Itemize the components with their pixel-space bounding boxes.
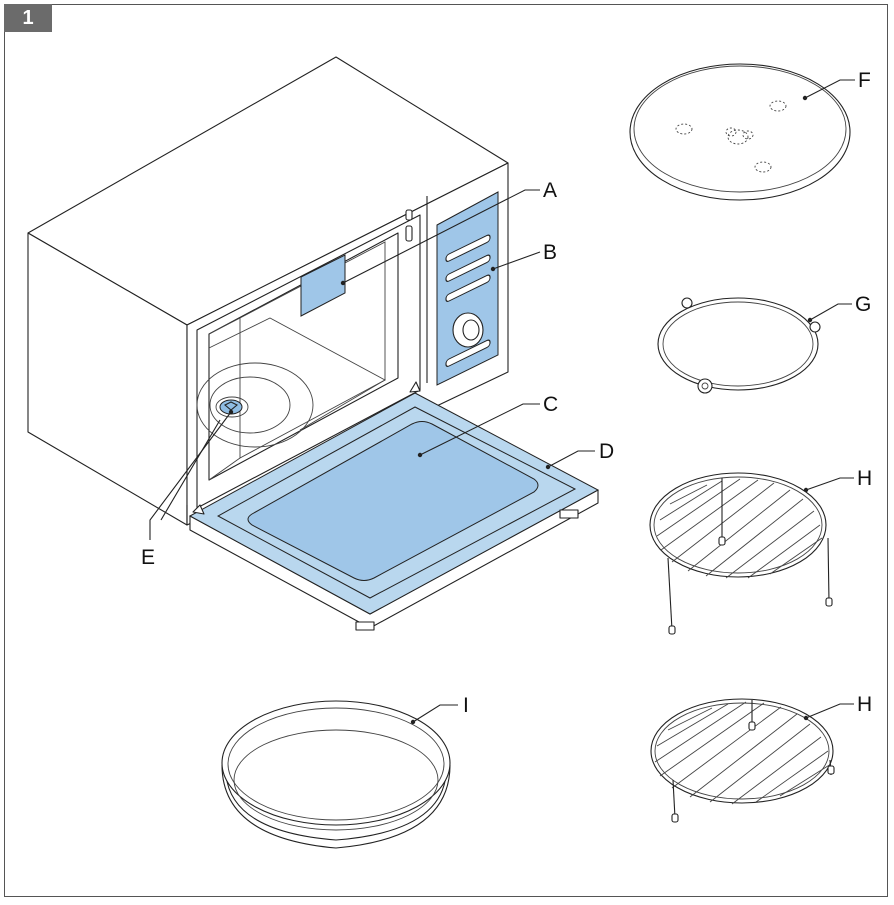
door-foot-right xyxy=(559,509,579,519)
pan-rim xyxy=(221,700,451,826)
roller-ring-hub xyxy=(697,378,713,394)
door-foot-left xyxy=(355,621,375,631)
turntable-plate-rim xyxy=(633,65,847,193)
roller-ring-inner xyxy=(209,376,291,434)
roller-ring-outline xyxy=(657,297,819,391)
door-window-glass xyxy=(247,421,539,581)
label-g: G xyxy=(855,293,871,316)
turntable-plate-outer xyxy=(629,63,851,201)
leader-dots xyxy=(228,95,813,725)
microwave-oven xyxy=(27,56,509,526)
high-grill-rack xyxy=(649,472,833,635)
label-h-high-rack: H xyxy=(857,467,872,490)
figure-number-badge: 1 xyxy=(4,4,52,32)
low-grill-rack xyxy=(650,698,835,823)
door-hinge-right xyxy=(409,381,421,393)
door-hinge-left xyxy=(192,504,205,515)
crisp-pan xyxy=(221,700,451,849)
low-rack-rim xyxy=(650,698,834,804)
cavity-floor xyxy=(208,317,386,431)
control-panel-buttons xyxy=(445,234,491,367)
oven-door xyxy=(188,381,600,631)
door-latch-lower xyxy=(405,225,413,242)
label-i: I xyxy=(463,694,469,717)
label-c: C xyxy=(543,393,558,416)
label-f: F xyxy=(858,69,871,92)
roller-ring-outer xyxy=(196,362,314,448)
label-e: E xyxy=(141,546,155,569)
label-d: D xyxy=(599,440,614,463)
leader-lines xyxy=(149,79,855,723)
roller-ring xyxy=(657,297,821,394)
label-b: B xyxy=(543,241,557,264)
pan-base xyxy=(233,729,439,831)
glass-turntable xyxy=(629,63,851,201)
high-rack-rim xyxy=(649,472,827,578)
door-latch-upper xyxy=(405,209,413,221)
waveguide-cover xyxy=(300,254,346,317)
label-a: A xyxy=(543,179,557,202)
label-h-low-rack: H xyxy=(857,693,872,716)
